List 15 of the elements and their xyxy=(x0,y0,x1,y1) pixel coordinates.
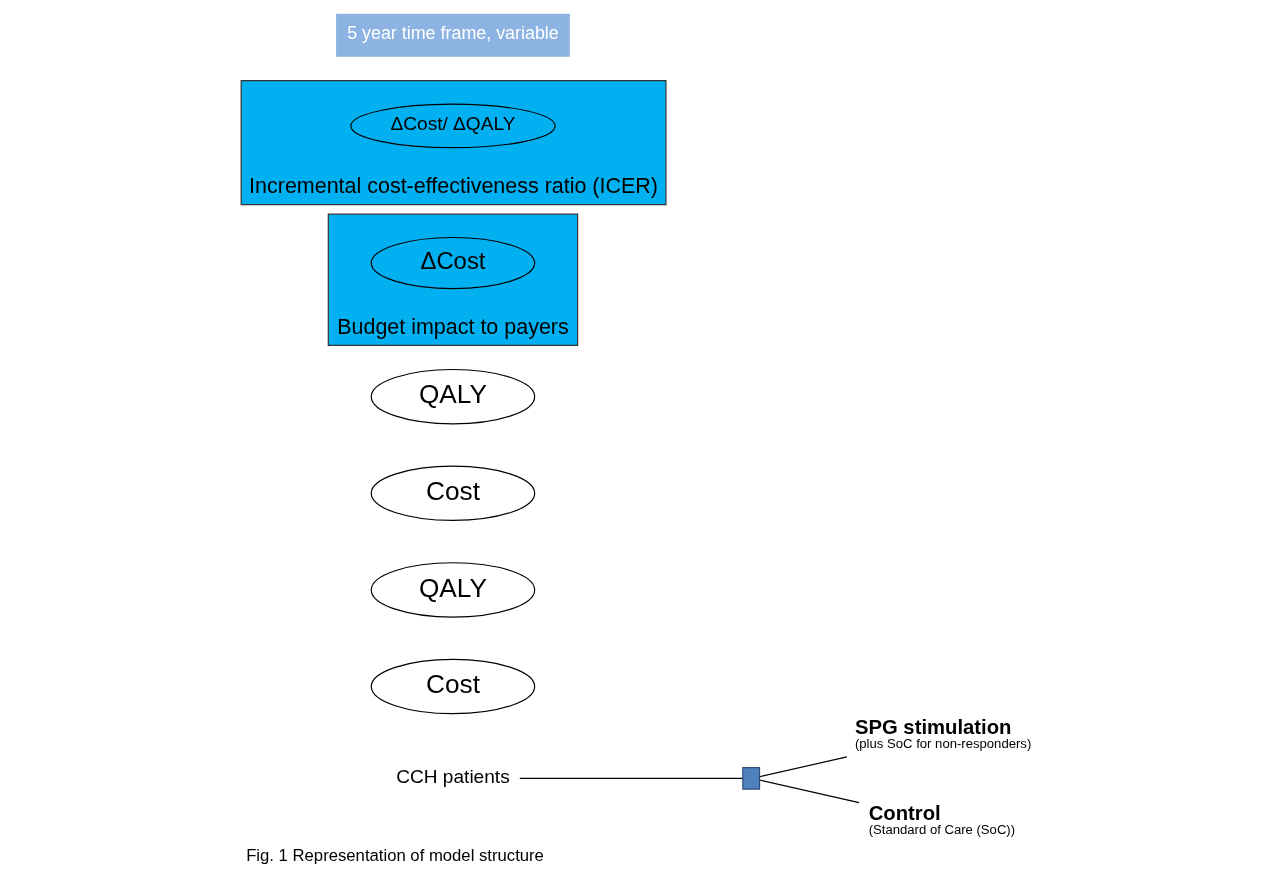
node-ellipse: QALY xyxy=(370,368,536,424)
node-text: Control (Standard of Care (SoC)) xyxy=(868,801,1016,837)
connector xyxy=(519,777,744,779)
node-ellipse: Cost xyxy=(370,658,536,714)
connector xyxy=(758,755,848,777)
node-text: CCH patients xyxy=(396,765,510,787)
node-ellipse: QALY xyxy=(370,561,536,618)
connector xyxy=(758,778,860,803)
node-ellipse: ΔCost xyxy=(370,236,536,289)
node-ellipse: Cost xyxy=(370,465,536,521)
caption: Fig. 1 Representation of model structure xyxy=(246,845,544,865)
node-ellipse: ΔCost/ ΔQALY xyxy=(350,103,556,148)
node-text: SPG stimulation (plus SoC for non-responders) xyxy=(854,715,1032,751)
node-box xyxy=(742,766,761,790)
label: 5 year time frame, variable xyxy=(347,22,559,43)
